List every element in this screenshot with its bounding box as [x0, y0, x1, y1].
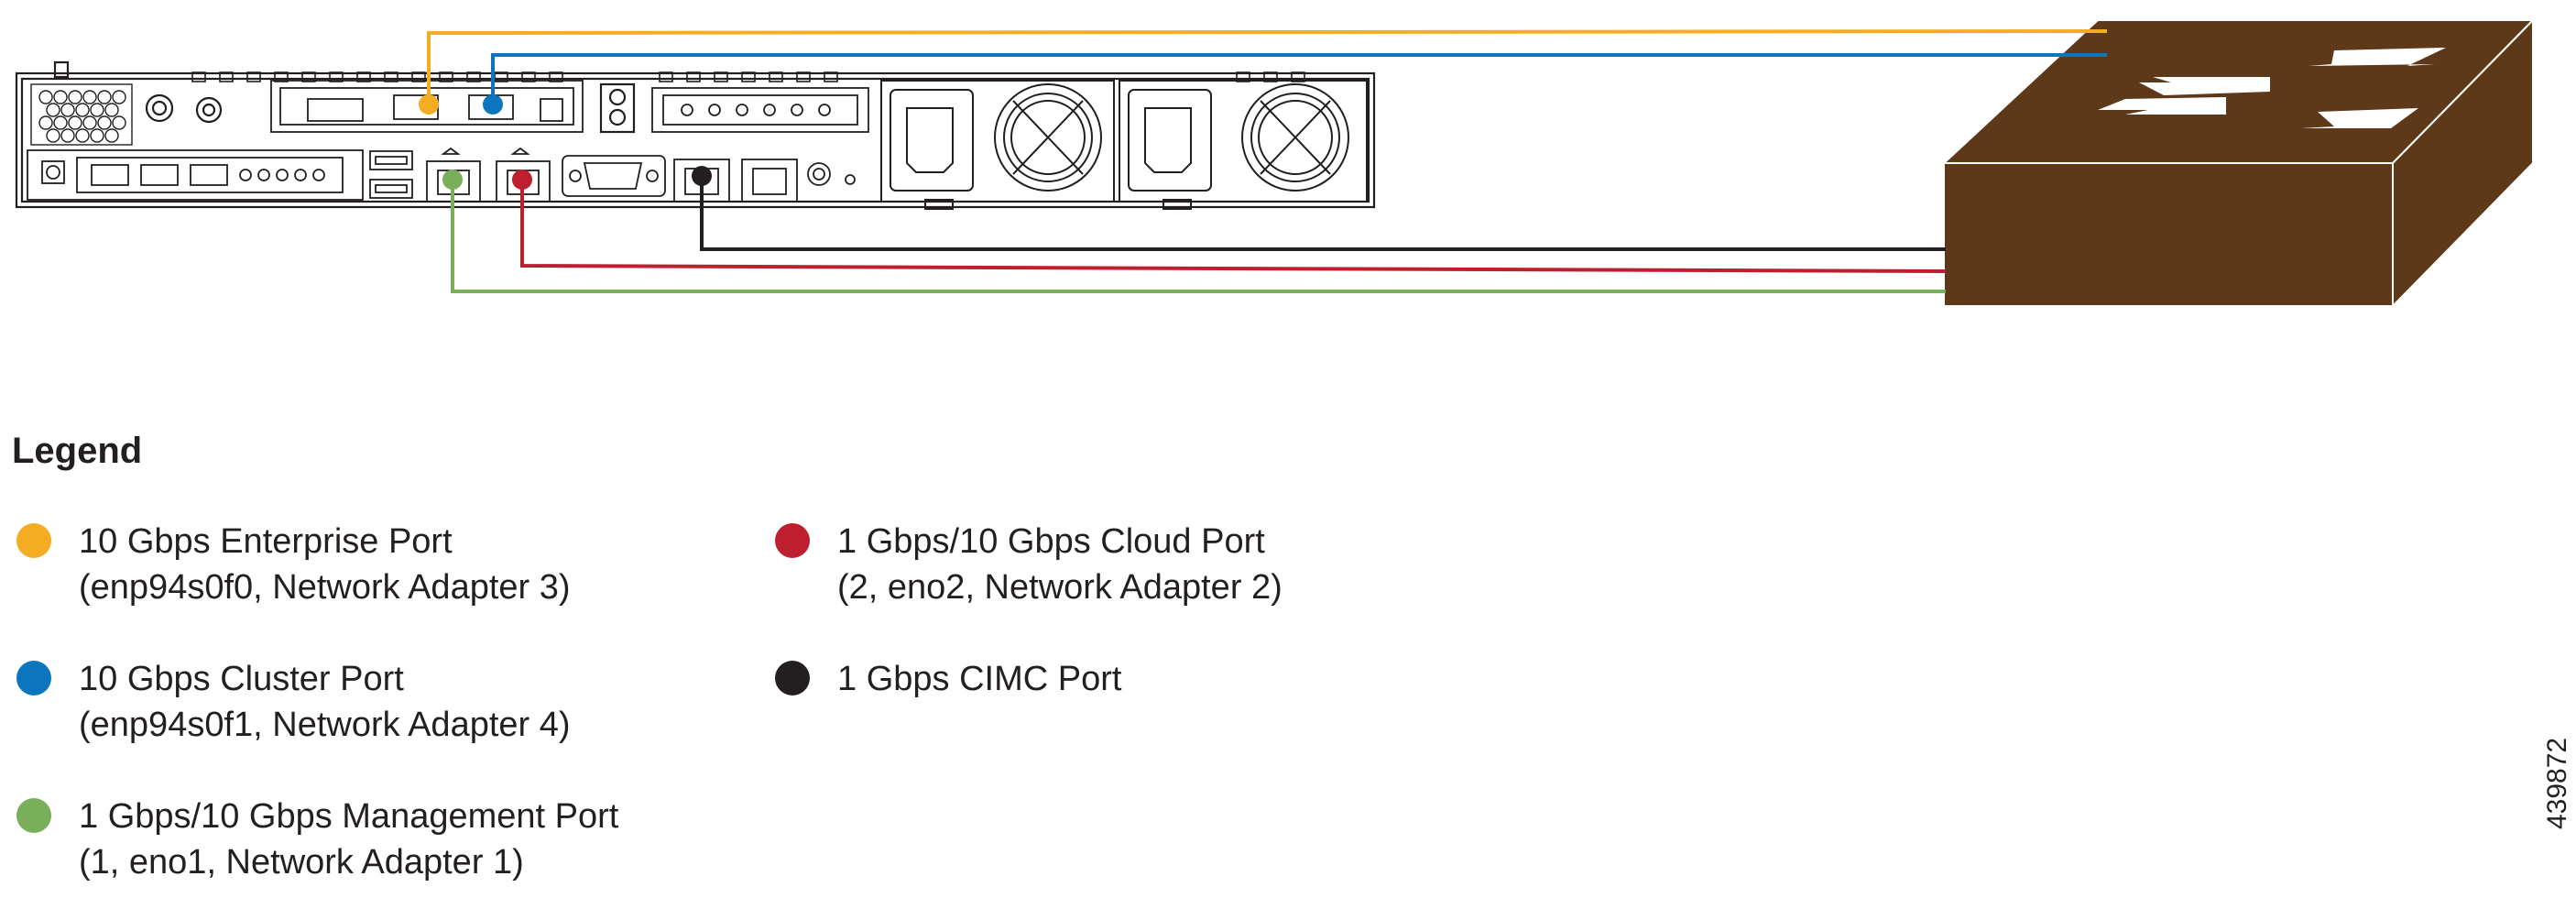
thumbscrew: [145, 93, 174, 123]
cimc-color-dot: [775, 661, 810, 695]
cluster-port-cable: [491, 53, 2107, 103]
power-supply-2: [1119, 80, 1368, 210]
management-port-cable: [451, 180, 1946, 293]
legend-item-label: 1 Gbps CIMC Port: [837, 660, 1122, 698]
legend-text: 1 Gbps/10 Gbps Management Port (1, eno1,…: [79, 794, 618, 885]
legend-item-detail: (2, eno2, Network Adapter 2): [837, 568, 1283, 607]
legend-title: Legend: [12, 431, 143, 471]
cloud-port-cable: [520, 180, 1947, 273]
management-port-marker: [442, 170, 463, 190]
pcie-riser-2: [651, 87, 869, 133]
cloud-port-marker: [512, 170, 532, 190]
enterprise-port-marker: [419, 94, 439, 115]
legend-item-cluster: 10 Gbps Cluster Port (enp94s0f1, Network…: [16, 656, 713, 757]
cables: [427, 29, 2108, 293]
thumbscrew: [195, 96, 223, 124]
legend-item-detail: (1, eno1, Network Adapter 1): [79, 843, 524, 882]
honeycomb-vent: [30, 83, 133, 146]
cluster-port-marker: [483, 94, 503, 115]
enterprise-port-cable: [427, 29, 2108, 103]
legend-item-label: 10 Gbps Cluster Port: [79, 660, 404, 698]
cimc-port-cable: [700, 176, 1946, 251]
lower-left-io-panel: [27, 149, 364, 201]
vga-port: [562, 155, 666, 197]
cloud-color-dot: [775, 523, 810, 558]
switch-arrows-icon: [2098, 48, 2446, 128]
legend-text: 1 Gbps/10 Gbps Cloud Port (2, eno2, Netw…: [837, 519, 1283, 610]
legend-item-label: 1 Gbps/10 Gbps Management Port: [79, 797, 619, 836]
usb-ports: [369, 150, 413, 199]
management-color-dot: [16, 798, 51, 833]
enterprise-color-dot: [16, 523, 51, 558]
legend-text: 10 Gbps Cluster Port (enp94s0f1, Network…: [79, 656, 571, 748]
legend-item-cimc: 1 Gbps CIMC Port: [775, 656, 1471, 757]
network-switch: [1941, 17, 2536, 309]
chassis-top-vents: [191, 71, 1305, 82]
cluster-color-dot: [16, 661, 51, 695]
power-supply-1: [880, 80, 1115, 210]
server-rear-panel: [15, 60, 1376, 210]
legend-item-enterprise: 10 Gbps Enterprise Port (enp94s0f0, Netw…: [16, 519, 713, 619]
legend-item-cloud: 1 Gbps/10 Gbps Cloud Port (2, eno2, Netw…: [775, 519, 1471, 619]
legend-item-detail: (enp94s0f0, Network Adapter 3): [79, 568, 571, 607]
legend-text: 10 Gbps Enterprise Port (enp94s0f0, Netw…: [79, 519, 571, 610]
port-markers: [419, 94, 712, 190]
legend-item-label: 10 Gbps Enterprise Port: [79, 522, 453, 561]
legend-item-label: 1 Gbps/10 Gbps Cloud Port: [837, 522, 1265, 561]
figure-id: 439872: [2542, 737, 2572, 829]
legend-text: 1 Gbps CIMC Port: [837, 656, 1121, 702]
cimc-port-marker: [692, 166, 712, 186]
legend-item-detail: (enp94s0f1, Network Adapter 4): [79, 706, 571, 744]
legend-item-management: 1 Gbps/10 Gbps Management Port (1, eno1,…: [16, 794, 713, 894]
switch-front-face: [1943, 162, 2394, 307]
